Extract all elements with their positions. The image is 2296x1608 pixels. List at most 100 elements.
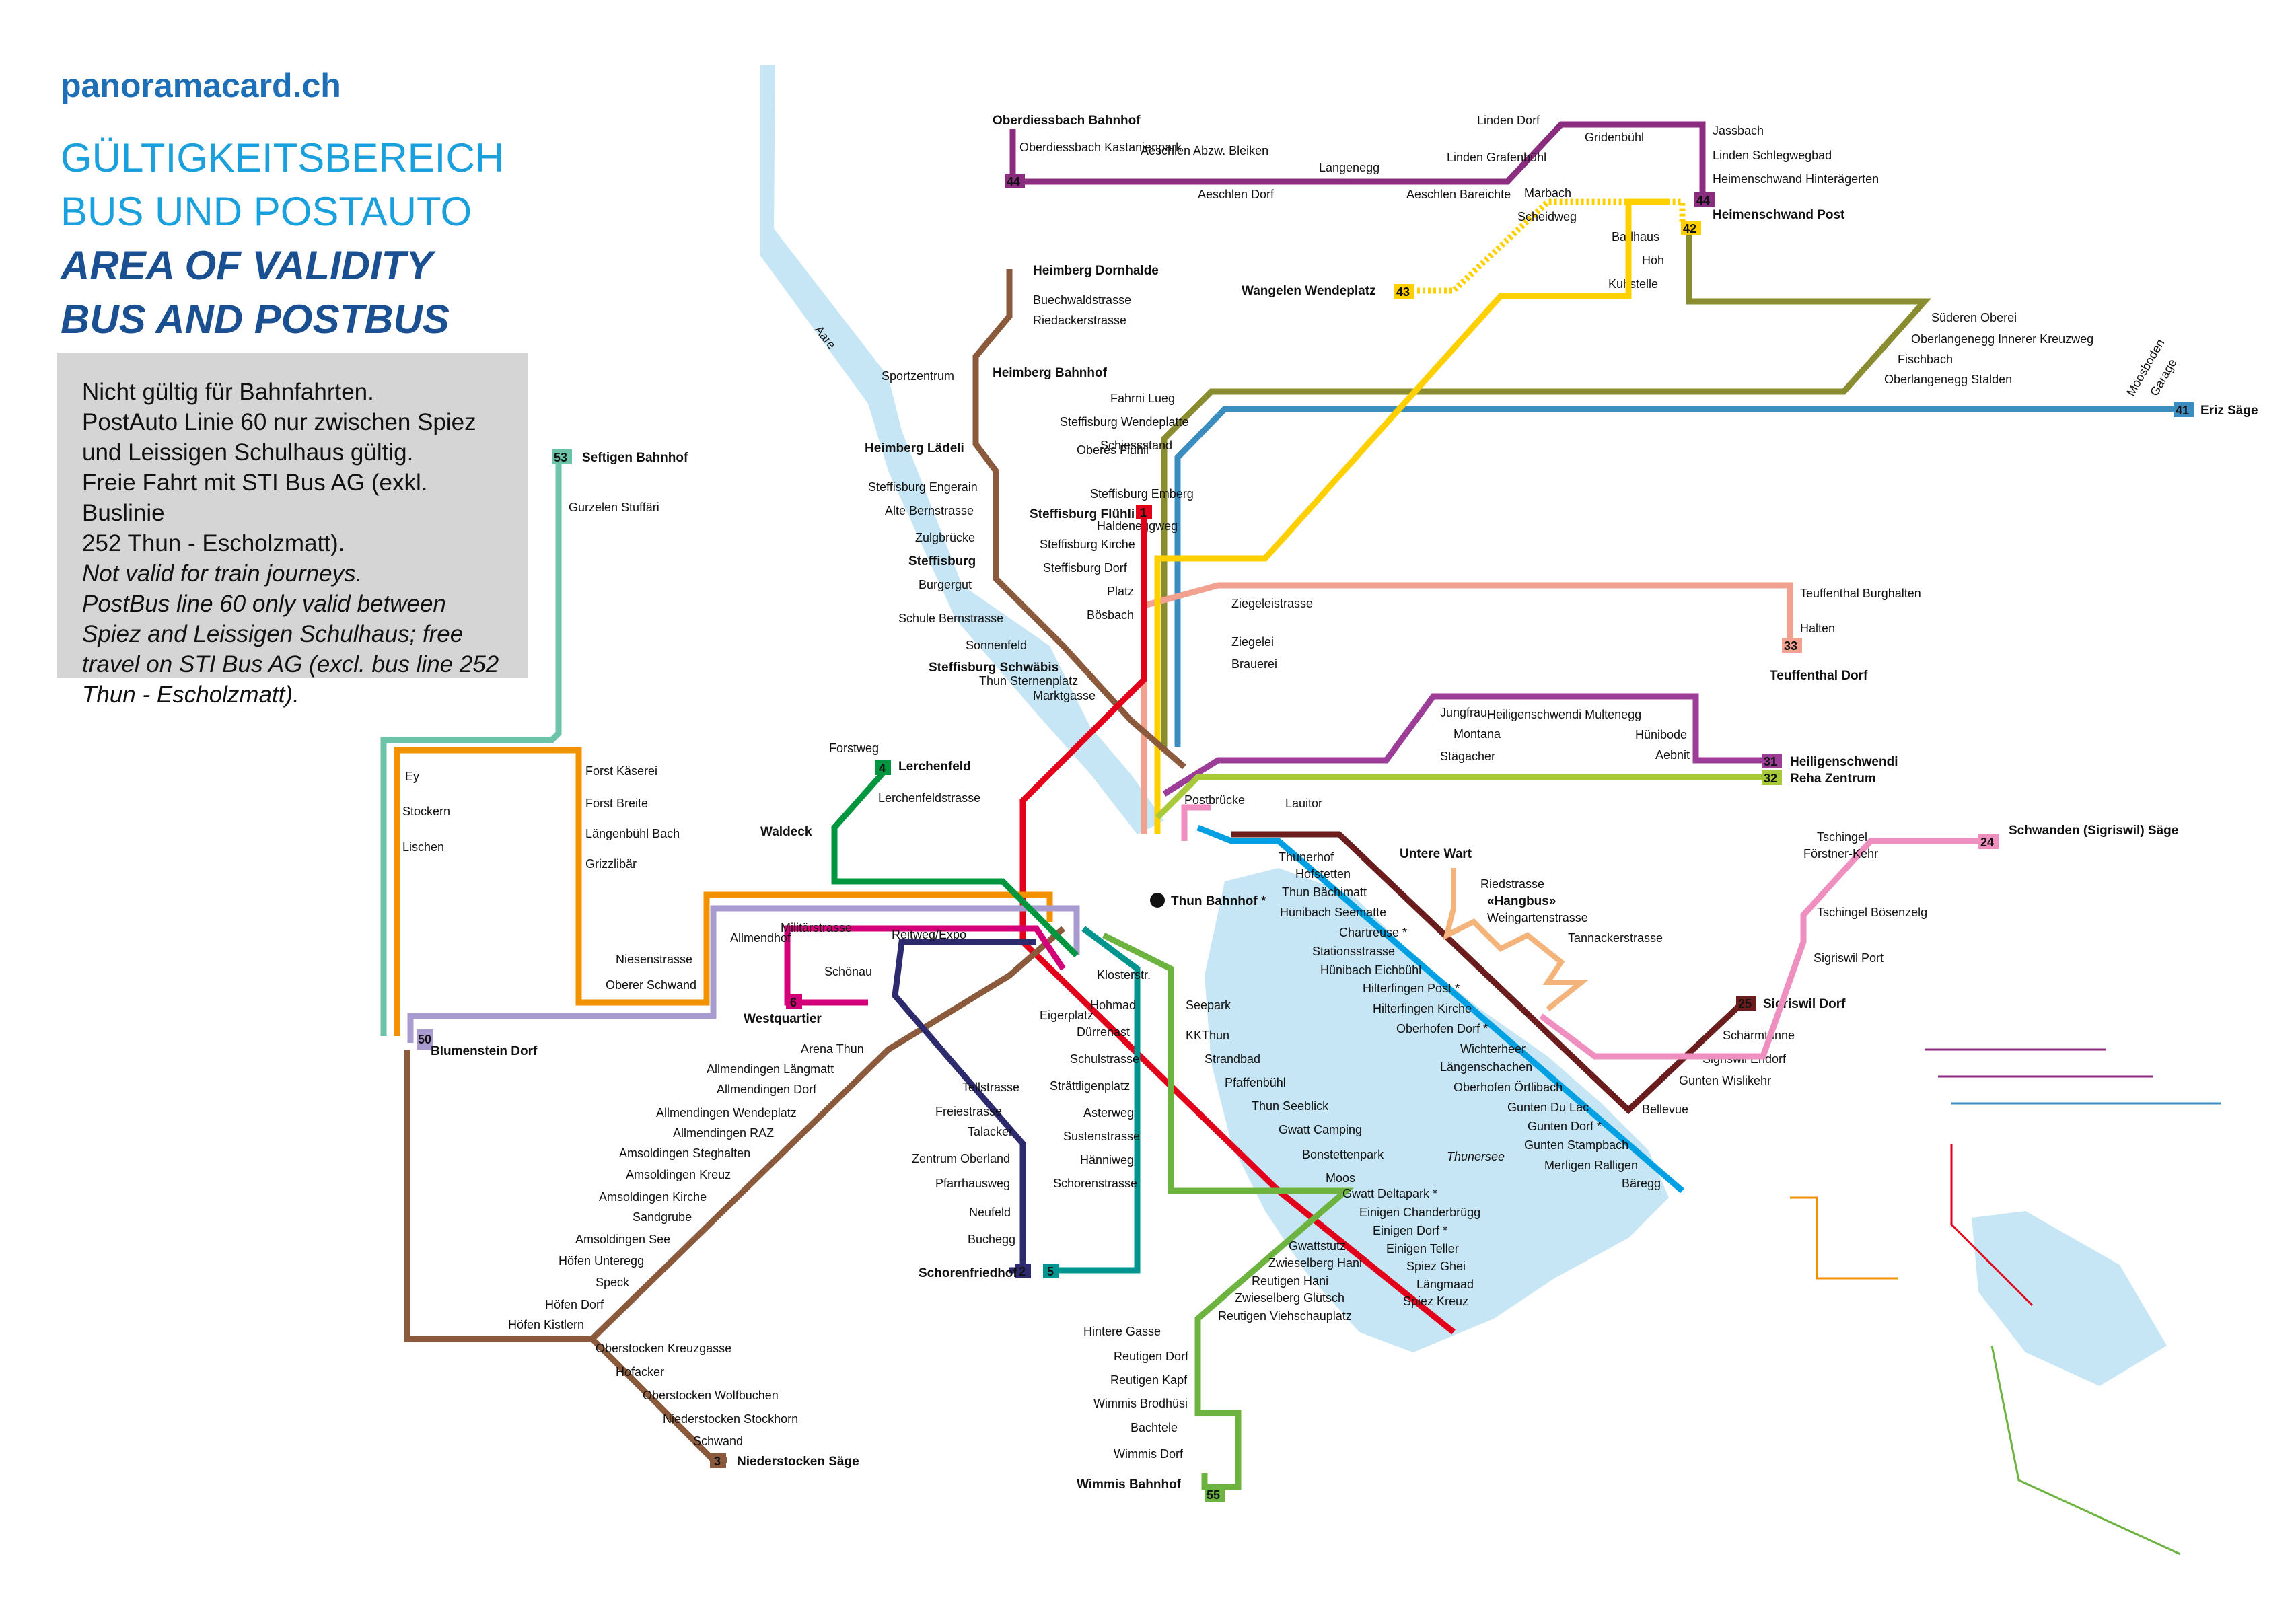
line-24-route (1181, 804, 1985, 1060)
stn-oberes-fluehli: Oberes Flühli (1077, 443, 1149, 457)
line-3-north-route (972, 269, 1186, 770)
line-55-number: 55 (1207, 1488, 1220, 1502)
note-de-3: und Leissigen Schulhaus gültig. (82, 439, 414, 466)
stn-thun-sternenplatz: Thun Sternenplatz (979, 674, 1078, 688)
stn-pfaffenbuehl: Pfaffenbühl (1225, 1076, 1286, 1089)
stn-spiez-kreuz: Spiez Kreuz (1403, 1294, 1468, 1308)
stn-tellstrasse: Tellstrasse (962, 1081, 1019, 1094)
stn-bellevue: Bellevue (1642, 1103, 1688, 1116)
stn-sandgrube: Sandgrube (633, 1210, 692, 1224)
stn-einigen-teller: Einigen Teller (1386, 1242, 1459, 1255)
stn-buechwaldstrasse: Buechwaldstrasse (1033, 293, 1131, 307)
stn-allmendhof: Allmendhof (730, 931, 791, 945)
stn-boesbach: Bösbach (1087, 608, 1134, 622)
stn-hintere-gasse: Hintere Gasse (1083, 1325, 1161, 1338)
heading-de-1: GÜLTIGKEITSBEREICH (61, 135, 505, 180)
line-3-badge-niederstocken (710, 1453, 726, 1468)
stn-eigerplatz: Eigerplatz (1040, 1009, 1093, 1022)
stn-reutigen-kapf: Reutigen Kapf (1110, 1373, 1188, 1387)
stn-laengenschachen: Längenschachen (1440, 1060, 1532, 1074)
stn-gwattstutz: Gwattstutz (1289, 1239, 1346, 1253)
stn-hilterfingen-post: Hilterfingen Post * (1363, 982, 1460, 995)
terminal-niederstocken: Niederstocken Säge (737, 1455, 859, 1469)
line-6-badge (786, 994, 802, 1009)
line-25-badge (1736, 996, 1756, 1011)
stn-aeschlen-dorf: Aeschlen Dorf (1198, 188, 1275, 201)
stn-baeregg: Bäregg (1622, 1177, 1661, 1190)
stn-steffisburg-dorf: Steffisburg Dorf (1043, 561, 1128, 575)
stn-lauitor: Lauitor (1285, 797, 1322, 810)
stn-talacker: Talacker (968, 1125, 1013, 1138)
terminal-eriz: Eriz Säge (2200, 404, 2258, 418)
stn-stationsstrasse: Stationsstrasse (1312, 945, 1395, 958)
stn-linden-schlegwegbad: Linden Schlegwegbad (1713, 149, 1832, 162)
stn-aeschlen-bareichte: Aeschlen Bareichte (1406, 188, 1511, 201)
line-43-route (1406, 198, 1686, 294)
thunersee (1205, 868, 1669, 1352)
stn-schulstrasse: Schulstrasse (1070, 1052, 1139, 1066)
line-44-number: 44 (1007, 175, 1020, 188)
note-en-5: Thun - Escholzmatt). (82, 682, 299, 708)
stn-tannackerstrasse: Tannackerstrasse (1568, 931, 1663, 945)
stn-chartreuse: Chartreuse * (1339, 926, 1407, 939)
stn-niederstocken-stockhorn: Niederstocken Stockhorn (663, 1412, 798, 1426)
terminal-waldeck: Waldeck (760, 825, 812, 839)
line-5-route (1050, 926, 1141, 1274)
heading-en-2: BUS AND POSTBUS (61, 297, 450, 342)
stn-niesenstrasse: Niesenstrasse (616, 953, 692, 966)
stn-jungfrau: Jungfrau (1440, 706, 1487, 719)
line-5-number: 5 (1047, 1265, 1054, 1278)
note-de-4: Freie Fahrt mit STI Bus AG (exkl. Buslin… (82, 470, 428, 526)
stn-hofstetten: Hofstetten (1295, 867, 1351, 881)
line-55-badge (1205, 1487, 1225, 1502)
stn-amsoldingen-see: Amsoldingen See (575, 1233, 670, 1246)
note-en-1: Not valid for train journeys. (82, 560, 363, 587)
stn-schule-bernstrasse: Schule Bernstrasse (898, 612, 1003, 625)
line-2-number: 2 (1019, 1265, 1026, 1278)
terminal-steffisburg: Steffisburg (908, 554, 976, 569)
stn-marbach: Marbach (1524, 186, 1571, 200)
stn-straettligenplatz: Strättligenplatz (1050, 1079, 1130, 1093)
line-33-badge (1782, 638, 1802, 653)
line-50-badge (417, 1029, 433, 1050)
stn-strandbad: Strandbad (1205, 1052, 1260, 1066)
line-24-number: 24 (1980, 836, 1994, 849)
terminal-heimenschwand: Heimenschwand Post (1713, 208, 1845, 222)
line-4-route (831, 765, 1079, 958)
line-25-number: 25 (1738, 997, 1752, 1011)
stn-gridenbuehl: Gridenbühl (1585, 131, 1644, 144)
stn-platz: Platz (1107, 585, 1134, 598)
stn-ziegeleistrasse: Ziegeleistrasse (1231, 597, 1313, 610)
stn-langenegg: Langenegg (1319, 161, 1379, 174)
note-de-2: PostAuto Linie 60 nur zwischen Spiez (82, 409, 476, 435)
stn-hohmad: Hohmad (1090, 998, 1136, 1012)
line-21-route (1196, 824, 1684, 1194)
stn-alte-bernstrasse: Alte Bernstrasse (885, 504, 974, 517)
stn-oberer-schwand: Oberer Schwand (606, 978, 696, 992)
stn-gwatt-camping: Gwatt Camping (1279, 1123, 1362, 1136)
site-brand: panoramacard.ch (61, 67, 341, 104)
stn-amsoldingen-steghalten: Amsoldingen Steghalten (619, 1146, 750, 1160)
stn-reutigen-hani: Reutigen Hani (1252, 1274, 1328, 1288)
stn-fischbach: Fischbach (1898, 353, 1953, 366)
stn-linden-dorf: Linden Dorf (1477, 114, 1540, 127)
stn-zwieselberg-hani: Zwieselberg Hani (1268, 1256, 1362, 1270)
line-2-badge (1015, 1264, 1031, 1278)
note-en-3: Spiez and Leissigen Schulhaus; free (82, 621, 464, 647)
line-31-number: 31 (1764, 755, 1777, 768)
page-heading: GÜLTIGKEITSBEREICH BUS UND POSTAUTO AREA… (61, 131, 504, 346)
stn-hoeh: Höh (1642, 254, 1664, 267)
stn-laengmaad: Längmaad (1416, 1278, 1474, 1291)
stn-heiligenschwendi-multenegg: Heiligenschwendi Multenegg (1487, 708, 1641, 721)
line-50-number: 50 (418, 1033, 431, 1046)
stn-oberhofen-dorf: Oberhofen Dorf * (1396, 1022, 1488, 1035)
stn-reutigen-dorf: Reutigen Dorf (1114, 1350, 1189, 1363)
stn-halten: Halten (1800, 622, 1835, 635)
line-53-badge (552, 449, 572, 464)
stn-gunten-dorf: Gunten Dorf * (1528, 1120, 1602, 1133)
stn-schoenau: Schönau (824, 965, 872, 978)
stn-kuhstelle: Kuhstelle (1608, 277, 1658, 291)
stn-ziegelei: Ziegelei (1231, 635, 1274, 649)
note-en-2: PostBus line 60 only valid between (82, 591, 446, 617)
line-31-badge (1762, 754, 1782, 768)
